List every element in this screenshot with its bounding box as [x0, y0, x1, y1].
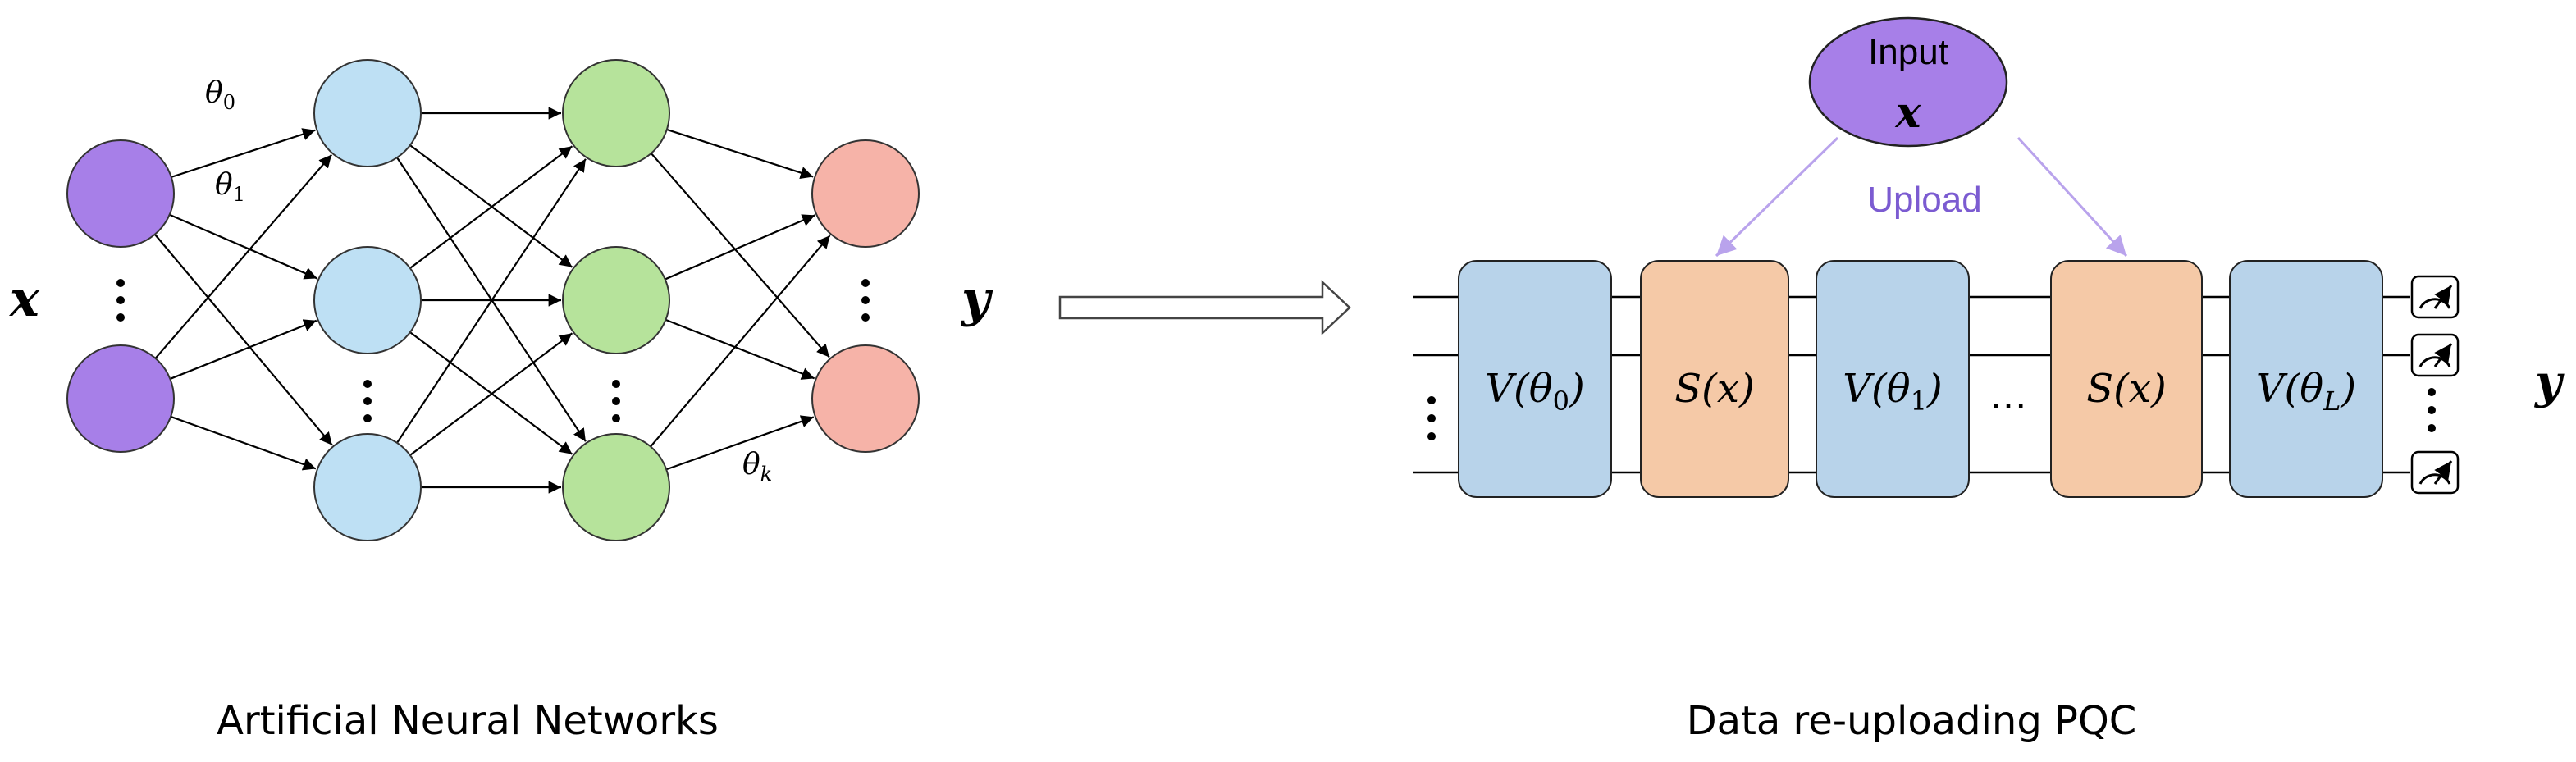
ann-output-label: y	[960, 271, 993, 328]
network-edge	[169, 213, 317, 280]
pqc-caption: Data re-uploading PQC	[1687, 698, 2137, 744]
gate-v-theta1: V(θ1)	[1816, 260, 1970, 498]
network-edge	[396, 158, 587, 444]
svg-text:…: …	[1989, 374, 2028, 418]
measurement-icon-1	[2410, 333, 2460, 377]
pqc-output-label: y	[2533, 355, 2565, 409]
neuron-input-1	[66, 344, 175, 453]
network-edge	[666, 128, 814, 180]
measurement-icon-2	[2410, 450, 2460, 495]
gate-s-x-1: S(x)	[1640, 260, 1789, 498]
gate-s-x-2: S(x)	[2050, 260, 2203, 498]
neuron-hidden1-2	[313, 433, 422, 541]
network-edge	[665, 318, 815, 380]
network-edge	[154, 153, 333, 359]
measurement-meters	[2410, 275, 2460, 495]
neuron-hidden1-1	[313, 246, 422, 354]
measurement-icon-0	[2410, 275, 2460, 319]
neuron-hidden2-1	[562, 246, 670, 354]
network-edge	[650, 235, 831, 448]
network-nodes	[66, 59, 920, 541]
neuron-hidden2-0	[562, 59, 670, 167]
layer-ellipsis-output	[861, 279, 870, 322]
svg-text:V(θ0): V(θ0)	[1485, 366, 1584, 417]
layer-ellipsis-hidden2	[612, 380, 620, 422]
input-node: Input x	[1808, 16, 2008, 148]
neuron-output-0	[811, 139, 920, 248]
meter-ellipsis	[2428, 388, 2436, 432]
layer-ellipsis-hidden1	[363, 380, 372, 422]
layer-ellipsis-input	[116, 279, 125, 322]
svg-text:S(x): S(x)	[1674, 366, 1754, 412]
gate-v-thetaL: V(θL)	[2229, 260, 2383, 498]
svg-text:V(θL): V(θL)	[2256, 366, 2356, 417]
neural-network: θ0 θ1 θk x y Artificial Neural Networks	[8, 59, 993, 744]
network-edge	[665, 214, 815, 281]
gate-ellipsis: …	[1974, 361, 2043, 427]
input-title: Input	[1868, 32, 1948, 72]
network-edge	[650, 153, 830, 358]
network-connections	[153, 107, 831, 494]
neuron-output-1	[811, 344, 920, 453]
neuron-input-0	[66, 139, 175, 248]
svg-text:S(x): S(x)	[2086, 366, 2166, 412]
input-variable: x	[1894, 88, 1921, 138]
wire-ellipsis	[1427, 396, 1436, 440]
network-edge	[409, 145, 573, 269]
ann-input-label: x	[8, 271, 40, 328]
upload-arrows	[1715, 136, 2128, 258]
network-edge	[169, 319, 317, 380]
neuron-hidden1-0	[313, 59, 422, 167]
quantum-circuit: V(θ0) S(x) V(θ1) … S(x) V(θL) y	[1413, 16, 2565, 744]
network-edge	[409, 332, 573, 456]
svg-text:V(θ1): V(θ1)	[1843, 366, 1942, 417]
gate-v-theta0: V(θ0)	[1458, 260, 1612, 498]
network-edge	[665, 415, 815, 471]
ann-caption: Artificial Neural Networks	[217, 698, 719, 744]
transition-arrow	[1058, 280, 1351, 335]
network-edge	[170, 415, 317, 471]
network-edge	[171, 128, 316, 178]
network-edge	[153, 234, 333, 446]
weight-label-theta0: θ0	[205, 76, 235, 114]
neuron-hidden2-2	[562, 433, 670, 541]
upload-label: Upload	[1867, 180, 1981, 220]
weight-label-theta1: θ1	[215, 168, 245, 206]
weight-label-thetak: θk	[742, 448, 772, 486]
